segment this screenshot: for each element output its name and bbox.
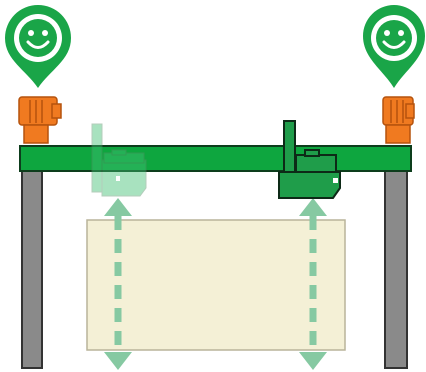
right-support-post: [384, 169, 408, 369]
ghost-carriage: [91, 123, 147, 197]
active-carriage: [278, 120, 341, 199]
work-panel: [86, 219, 346, 351]
gantry-beam: [19, 145, 412, 172]
left-motor-icon: [18, 96, 62, 144]
right-travel-arrow: [299, 198, 327, 370]
left-status-smiley-pin-icon: [5, 5, 71, 88]
right-status-smiley-pin-icon: [363, 5, 425, 88]
left-support-post: [21, 169, 43, 369]
left-travel-arrow: [104, 198, 132, 370]
right-motor-icon: [382, 96, 415, 144]
